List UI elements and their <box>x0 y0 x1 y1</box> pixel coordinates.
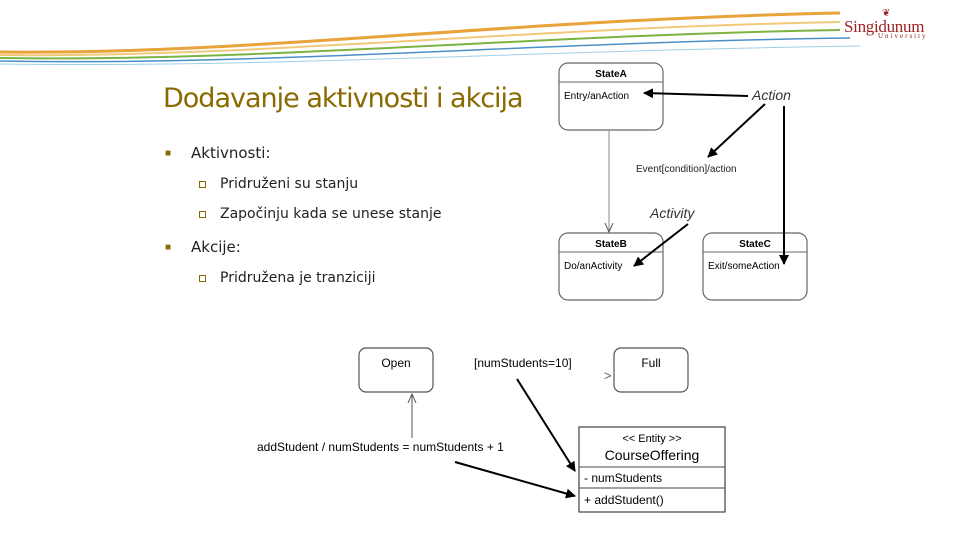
university-logo: ❦ Singidunum University <box>838 8 938 42</box>
bullet-activities: Aktivnosti: <box>191 144 271 162</box>
state-b-action: Do/anActivity <box>564 261 622 272</box>
state-c: StateC Exit/someAction <box>702 232 808 301</box>
state-b: StateB Do/anActivity <box>558 232 664 301</box>
arrow-action-to-entry <box>643 88 749 99</box>
label-action: Action <box>751 87 791 103</box>
state-c-action: Exit/someAction <box>708 261 780 272</box>
bullet-square-icon: ■ <box>165 148 172 159</box>
swoosh-light-blue <box>0 45 861 66</box>
guard-condition: [numStudents=10] <box>474 356 572 370</box>
sub-bullet-square-icon <box>199 211 206 218</box>
swoosh-blue <box>0 37 851 63</box>
arrow-guard-to-attribute <box>516 378 576 472</box>
entity-attribute: - numStudents <box>584 471 662 485</box>
header-swoosh-decoration <box>0 11 861 66</box>
bullet-actions: Akcije: <box>191 238 241 256</box>
state-open-label: Open <box>381 356 410 370</box>
transition-label: Event[condition]/action <box>636 164 737 175</box>
entity-operation: + addStudent() <box>584 493 664 507</box>
swoosh-green <box>0 29 841 60</box>
logo-subtitle: University <box>878 32 928 40</box>
logo-name: Singidunum <box>844 17 925 36</box>
state-full: Full <box>613 347 689 393</box>
arrow-action-to-transition <box>707 103 766 158</box>
state-open: Open <box>358 347 434 393</box>
sub-bullet-square-icon <box>199 181 206 188</box>
state-b-name: StateB <box>595 239 627 250</box>
entity-course-offering: << Entity >> CourseOffering - numStudent… <box>578 426 726 513</box>
entity-name: CourseOffering <box>605 447 700 463</box>
sub-bullet-activity-2: Započinju kada se unese stanje <box>220 206 442 222</box>
state-a-action: Entry/anAction <box>564 91 629 102</box>
transition-action: addStudent / numStudents = numStudents +… <box>257 440 504 454</box>
arrow-action-to-operation <box>454 461 576 499</box>
swoosh-light-orange <box>0 21 841 57</box>
sub-bullet-activity-1: Pridruženi su stanju <box>220 176 359 192</box>
logo-emblem-icon: ❦ <box>882 8 891 19</box>
sub-bullet-action-1: Pridružena je tranziciji <box>220 270 376 286</box>
state-full-label: Full <box>641 356 660 370</box>
label-activity: Activity <box>649 205 695 221</box>
state-c-name: StateC <box>739 239 771 250</box>
sub-bullet-square-icon <box>199 275 206 282</box>
state-a: StateA Entry/anAction <box>558 62 664 131</box>
entity-stereotype: << Entity >> <box>622 433 681 445</box>
swoosh-orange <box>0 11 841 54</box>
arrow-activity-to-do <box>633 223 689 267</box>
transition-arrowhead: > <box>604 368 612 383</box>
slide-title: Dodavanje aktivnosti i akcija <box>163 83 524 114</box>
state-a-name: StateA <box>595 69 627 80</box>
bullet-square-icon: ■ <box>165 242 172 253</box>
